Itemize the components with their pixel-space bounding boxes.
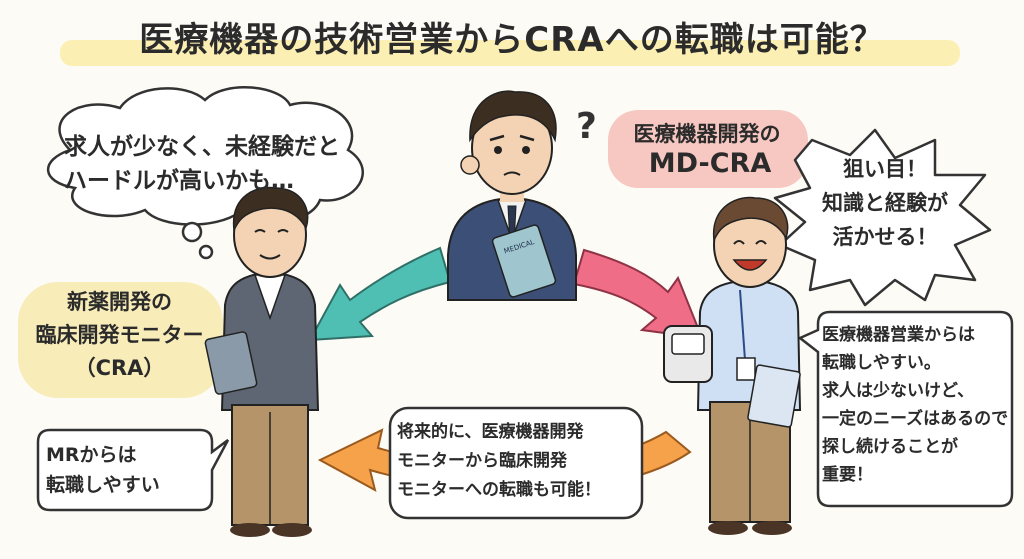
right-bubble-text: 医療機器営業からは 転職しやすい。 求人は少ないけど、 一定のニーズはあるので … bbox=[822, 325, 1009, 485]
md-cra-label-line2: MD-CRA bbox=[648, 148, 772, 179]
new-drug-label-bg bbox=[18, 282, 223, 398]
right-speech-bubble bbox=[797, 310, 1014, 508]
question-mark: ? bbox=[576, 106, 597, 147]
mr-speech-bubble bbox=[36, 428, 230, 512]
burst-bubble bbox=[773, 128, 992, 307]
md-cra-label-bg bbox=[608, 110, 808, 188]
future-speech-bubble bbox=[388, 406, 644, 520]
mr-bubble-text: MRからは 転職しやすい bbox=[46, 444, 160, 496]
page-title: 医療機器の技術営業からCRAへの転職は可能？ bbox=[139, 20, 885, 60]
teal-arrow bbox=[308, 246, 452, 342]
md-cra-label-line1: 医療機器開発の bbox=[633, 122, 781, 146]
thought-dot bbox=[181, 221, 203, 243]
title-highlight bbox=[60, 40, 960, 66]
pink-arrow bbox=[572, 248, 704, 340]
thought-cloud-text: 求人が少なく、未経験だと ハードルが高いかも… bbox=[64, 134, 340, 194]
right-person bbox=[663, 196, 802, 535]
future-bubble-text: 将来的に、医療機器開発 モニターから臨床開発 モニターへの転職も可能！ bbox=[397, 422, 601, 500]
left-person bbox=[204, 186, 320, 537]
center-person bbox=[447, 90, 577, 301]
thought-dot bbox=[198, 244, 214, 260]
burst-text: 狙い目！ 知識と経験が 活かせる！ bbox=[822, 157, 948, 249]
new-drug-label: 新薬開発の 臨床開発モニター （CRA） bbox=[35, 290, 204, 380]
